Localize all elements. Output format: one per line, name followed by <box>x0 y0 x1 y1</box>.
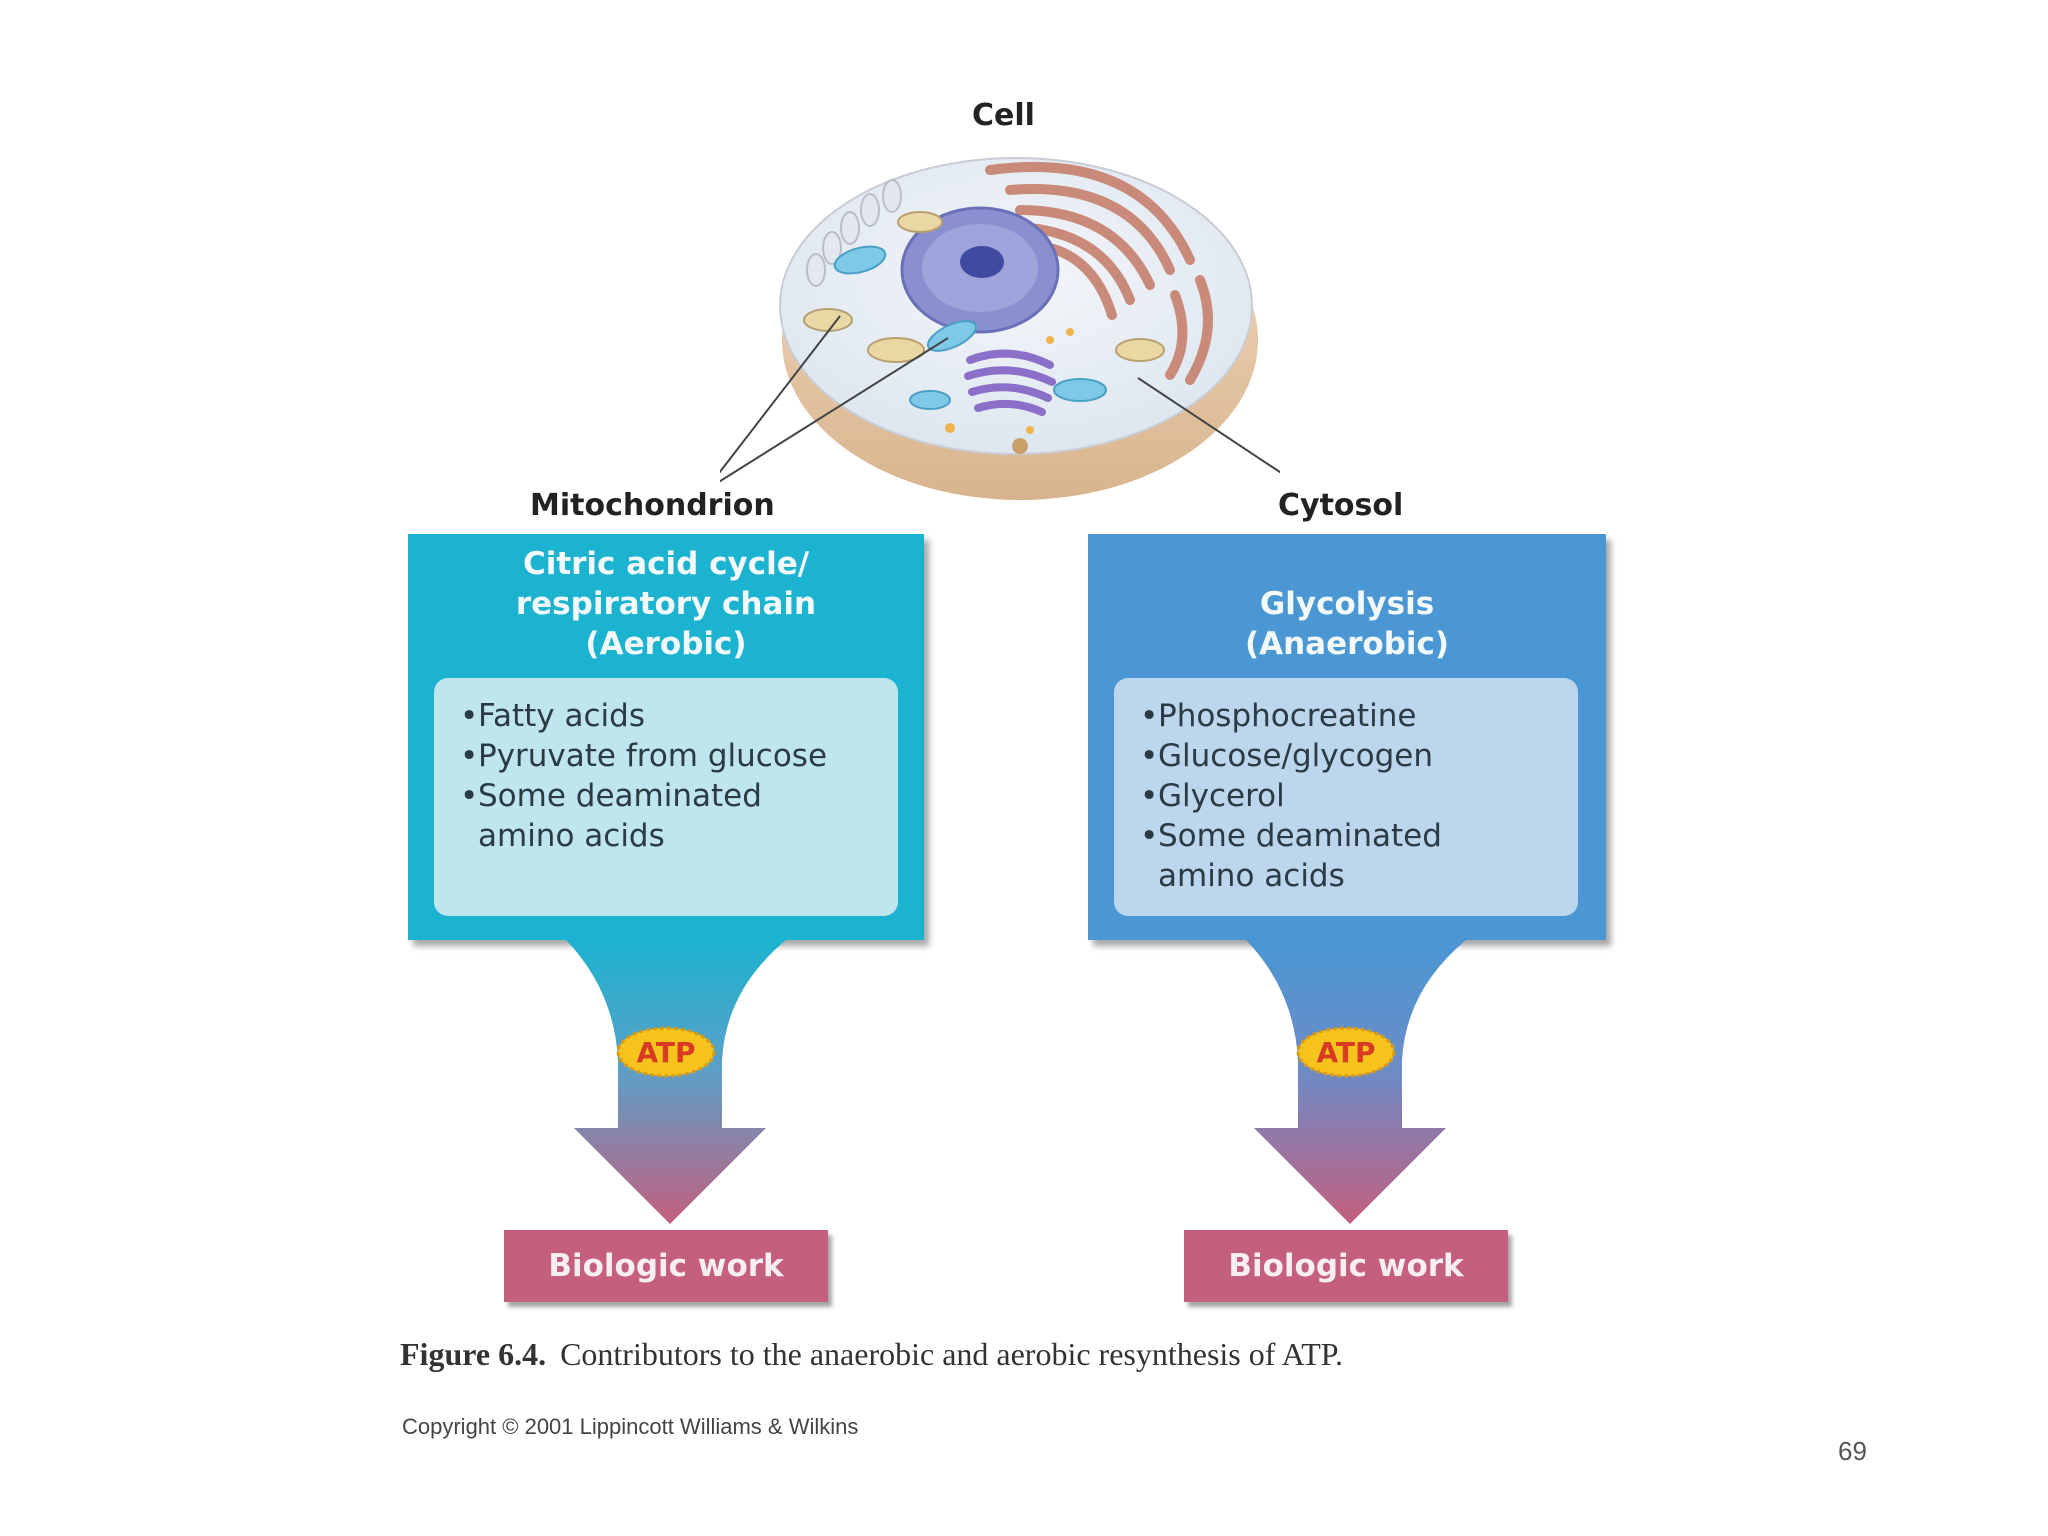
list-item: Glucose/glycogen <box>1140 736 1578 776</box>
aerobic-title-line-2: respiratory chain <box>515 586 817 622</box>
figure-caption-text: Contributors to the anaerobic and aerobi… <box>560 1336 1343 1372</box>
list-item: Fatty acids <box>460 696 898 736</box>
atp-label: ATP <box>636 1035 696 1069</box>
list-item: Glycerol <box>1140 776 1578 816</box>
aerobic-atp-badge: ATP <box>616 1026 716 1078</box>
cell-illustration <box>720 157 1280 500</box>
anaerobic-pathway-box: Glycolysis (Anaerobic) Phosphocreatine G… <box>1088 534 1606 940</box>
granules <box>945 328 1074 454</box>
anaerobic-title-line-1: Glycolysis <box>1259 586 1435 622</box>
mitochondrion-label: Mitochondrion <box>530 488 775 523</box>
anaerobic-atp-badge: ATP <box>1296 1026 1396 1078</box>
anaerobic-title-line-2: (Anaerobic) <box>1244 626 1450 662</box>
list-item: Phosphocreatine <box>1140 696 1578 736</box>
mitochondria <box>803 211 1165 410</box>
atp-burst-icon <box>616 1026 716 1078</box>
anaerobic-substrates-list: Phosphocreatine Glucose/glycogen Glycero… <box>1140 696 1578 896</box>
list-item: Pyruvate from glucose <box>460 736 898 776</box>
aerobic-biologic-work-box: Biologic work <box>504 1230 828 1302</box>
atp-label: ATP <box>1316 1035 1376 1069</box>
anaerobic-biologic-work-box: Biologic work <box>1184 1230 1508 1302</box>
aerobic-pathway-box: Citric acid cycle/ respiratory chain (Ae… <box>408 534 924 940</box>
golgi-apparatus <box>964 349 1056 416</box>
anaerobic-energy-arrow <box>1246 940 1466 1224</box>
list-item: Some deaminated amino acids <box>460 776 808 856</box>
list-item: Some deaminated amino acids <box>1140 816 1488 896</box>
aerobic-substrates-list: Fatty acids Pyruvate from glucose Some d… <box>460 696 898 856</box>
aerobic-substrates-panel: Fatty acids Pyruvate from glucose Some d… <box>434 678 898 916</box>
aerobic-energy-arrow <box>566 940 786 1224</box>
page-number: 69 <box>1838 1436 1867 1466</box>
aerobic-title-line-1: Citric acid cycle/ <box>522 546 810 582</box>
cytosol-label: Cytosol <box>1278 488 1404 523</box>
nucleolus <box>960 246 1004 278</box>
leader-lines <box>720 315 1280 483</box>
cell-label: Cell <box>972 98 1035 133</box>
microvilli <box>806 179 902 287</box>
figure-caption: Figure 6.4. Contributors to the anaerobic… <box>400 1336 1343 1373</box>
endoplasmic-reticulum <box>985 162 1213 385</box>
anaerobic-substrates-panel: Phosphocreatine Glucose/glycogen Glycero… <box>1114 678 1578 916</box>
aerobic-title-line-3: (Aerobic) <box>585 626 747 662</box>
copyright-notice: Copyright © 2001 Lippincott Williams & W… <box>402 1414 859 1439</box>
atp-burst-icon <box>1296 1026 1396 1078</box>
figure-number: Figure 6.4. <box>400 1336 547 1372</box>
